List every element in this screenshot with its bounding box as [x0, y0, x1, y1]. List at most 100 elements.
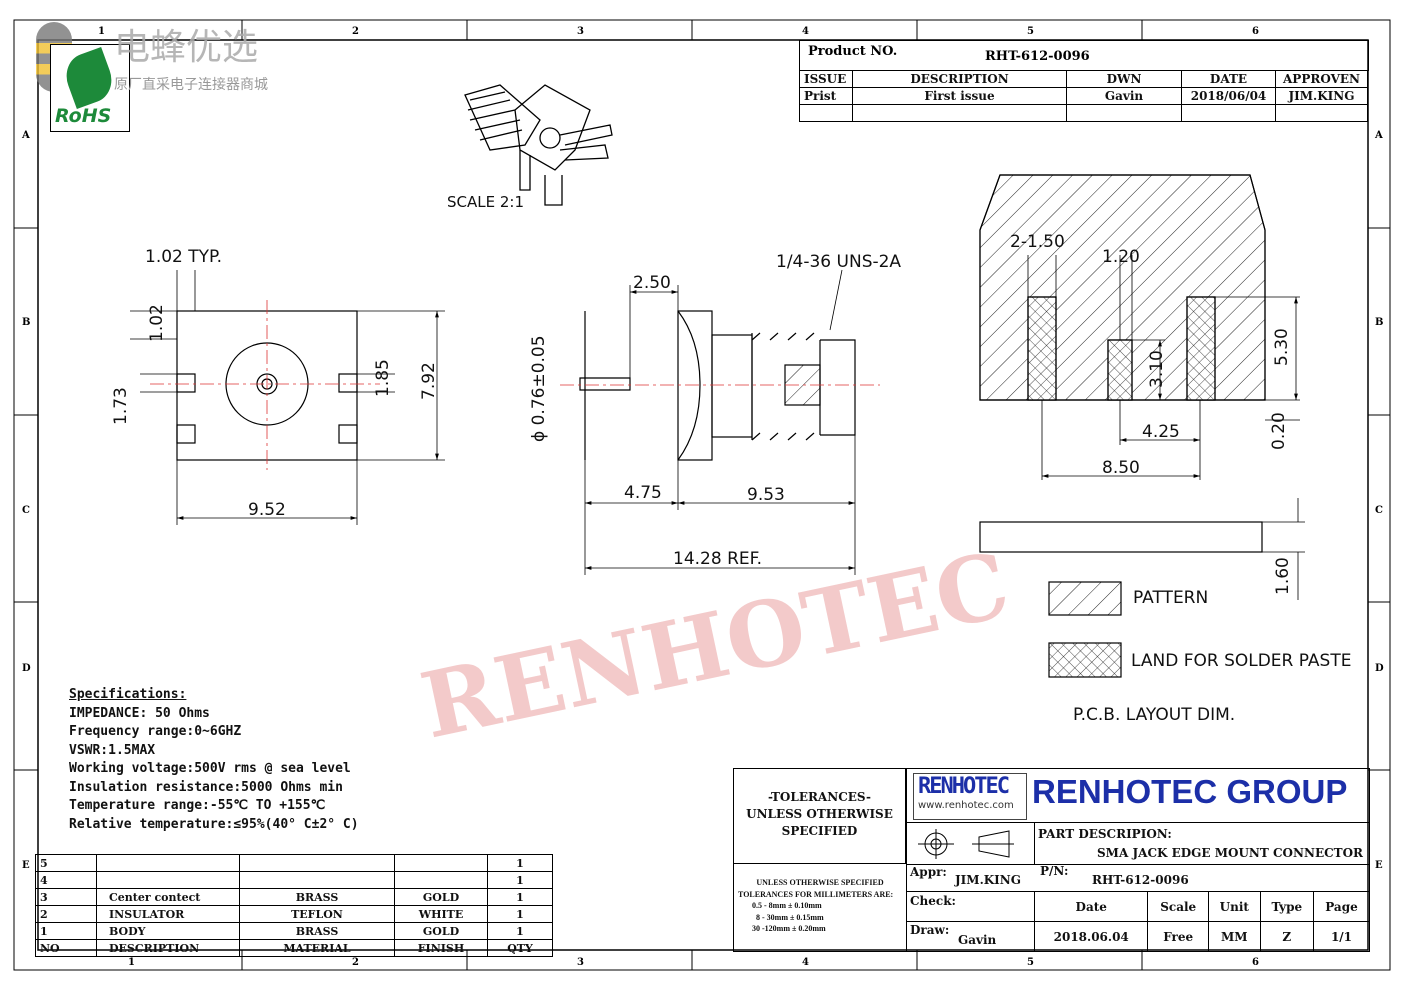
dim-2-50: 2.50 — [633, 273, 671, 293]
zone-col: 2 — [352, 26, 359, 37]
divider — [906, 921, 1034, 922]
desc-cell: INSULATOR — [96, 905, 240, 923]
approver: JIM.KING — [955, 873, 1022, 887]
qty-cell: 1 — [487, 871, 553, 889]
dim-9-53: 9.53 — [747, 485, 785, 505]
front-view — [130, 270, 445, 525]
issue-cell: Prist — [799, 87, 853, 105]
projection-symbol-icon — [918, 829, 1014, 859]
title-block: -TOLERANCES- UNLESS OTHERWISE SPECIFIED … — [733, 768, 1371, 952]
date-header: Date — [1033, 891, 1149, 922]
watermark-logo: RoHS 电蜂优选 原厂直采电子连接器商城 — [6, 14, 306, 134]
page-value: 1/1 — [1312, 921, 1371, 952]
finish-cell: GOLD — [394, 922, 488, 940]
dim-4-75: 4.75 — [624, 483, 662, 503]
dim-1-73: 1.73 — [111, 387, 131, 425]
no-cell: 4 — [35, 871, 97, 889]
product-label: Product NO. — [808, 44, 898, 59]
qty-cell: 1 — [487, 888, 553, 906]
dim-gap: 1.20 — [1102, 247, 1140, 267]
drawn-by: Gavin — [958, 933, 997, 947]
finish-cell — [394, 854, 488, 872]
zone-row: D — [1375, 663, 1384, 674]
finish-cell: WHITE — [394, 905, 488, 923]
watermark-subtitle: 原厂直采电子连接器商城 — [114, 77, 268, 93]
appr-label: Appr: — [910, 865, 947, 879]
spec-line: Relative temperature:≤95%(40° C±2° C) — [69, 816, 359, 832]
dim-0-20: 0.20 — [1269, 412, 1289, 450]
part-number: RHT-612-0096 — [1092, 873, 1189, 887]
no-cell: 5 — [35, 854, 97, 872]
watermark-title: 电蜂优选 — [114, 27, 259, 68]
material-cell — [239, 854, 395, 872]
zone-col: 3 — [577, 957, 584, 968]
divider — [1034, 822, 1035, 864]
zone-col: 4 — [802, 957, 809, 968]
tol-title-line: -TOLERANCES- — [768, 790, 871, 804]
company-name: RENHOTEC GROUP — [1032, 773, 1348, 810]
dim-pin-dia: ϕ 0.76±0.05 — [529, 335, 549, 442]
spec-line: Insulation resistance:5000 Ohms min — [69, 779, 343, 795]
tol-title-line: SPECIFIED — [781, 824, 858, 838]
tol-title-line: UNLESS OTHERWISE — [746, 807, 893, 821]
tol-line: 0.5 - 8mm ± 0.10mm — [752, 901, 822, 910]
dim-5-30: 5.30 — [1272, 328, 1292, 366]
zone-col: 6 — [1252, 26, 1259, 37]
dim-1-02: 1.02 — [147, 304, 167, 342]
spec-line: Temperature range:-55℃ TO +155℃ — [69, 798, 326, 813]
dim-8-50: 8.50 — [1102, 458, 1140, 478]
dim-1-60: 1.60 — [1273, 557, 1293, 595]
zone-col: 5 — [1027, 26, 1034, 37]
desc-cell: BODY — [96, 922, 240, 940]
zone-row: E — [22, 860, 30, 871]
rohs-badge: RoHS — [50, 44, 130, 132]
header-cell: APPROVEN — [1275, 70, 1368, 88]
tol-line: TOLERANCES FOR MILLIMETERS ARE: — [738, 889, 894, 899]
header-cell: DESCRIPTION — [96, 939, 240, 957]
header-cell: QTY — [487, 939, 553, 957]
zone-col: 1 — [98, 26, 105, 37]
pcb-title: P.C.B. LAYOUT DIM. — [1073, 705, 1235, 725]
brand-logo: RENHOTEC www.renhotec.com — [913, 773, 1027, 820]
brand-logo-text: RENHOTEC — [914, 774, 1026, 800]
specs-title: Specifications: — [69, 687, 187, 702]
legend-solder-paste: LAND FOR SOLDER PASTE — [1131, 651, 1351, 671]
tol-line: 8 - 30mm ± 0.15mm — [756, 912, 824, 922]
type-value: Z — [1259, 921, 1314, 952]
dim-pad-width: 2-1.50 — [1010, 232, 1065, 252]
tol-line: UNLESS OTHERWISE SPECIFIED — [756, 878, 884, 887]
no-cell: 3 — [35, 888, 97, 906]
legend-pattern: PATTERN — [1133, 588, 1208, 608]
zone-row: A — [1374, 130, 1383, 141]
desc-cell: Center contect — [96, 888, 240, 906]
divider — [906, 822, 1369, 823]
zone-row: C — [1375, 505, 1383, 516]
header-cell: MATERIAL — [239, 939, 395, 957]
date-value: 2018.06.04 — [1033, 921, 1149, 952]
no-cell: 1 — [35, 922, 97, 940]
divider — [906, 864, 1369, 865]
zone-col: 4 — [802, 26, 809, 37]
header-cell: ISSUE — [799, 70, 853, 88]
dim-typ: 1.02 TYP. — [145, 247, 222, 267]
product-value: RHT-612-0096 — [985, 49, 1090, 64]
finish-cell: GOLD — [394, 888, 488, 906]
isometric-view: SCALE 2:1 — [447, 84, 613, 211]
zone-labels: 1 2 3 4 5 6 1 2 3 4 5 6 A B C D E A B C … — [21, 26, 1384, 968]
zone-row: B — [22, 317, 30, 328]
qty-cell: 1 — [487, 905, 553, 923]
desc-cell — [96, 871, 240, 889]
zone-row: E — [1375, 860, 1383, 871]
scale-value: Free — [1147, 921, 1209, 952]
brand-logo-name: RENHOTEC — [918, 774, 1010, 799]
rohs-text: RoHS — [55, 105, 112, 127]
check-label: Check: — [910, 894, 956, 908]
tolerance-notes: UNLESS OTHERWISE SPECIFIED TOLERANCES FO… — [738, 877, 902, 935]
approver-cell: JIM.KING — [1275, 87, 1368, 105]
dim-3-10: 3.10 — [1147, 350, 1167, 388]
material-cell: BRASS — [239, 922, 395, 940]
